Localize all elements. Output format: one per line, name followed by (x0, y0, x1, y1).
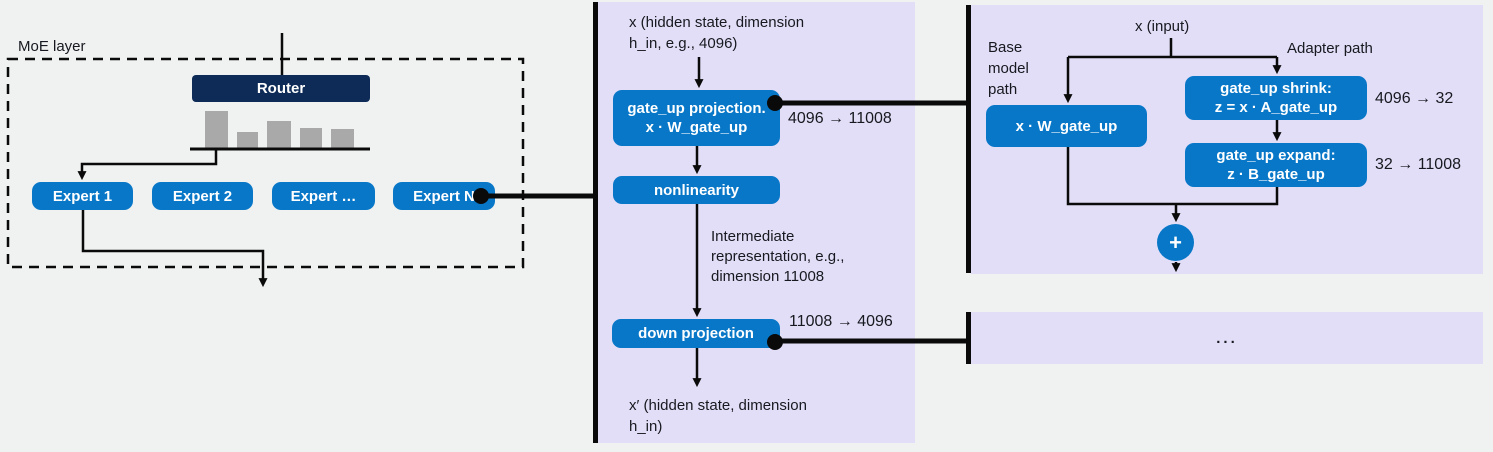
router-histogram (205, 111, 354, 149)
expert-n-label: Expert N (413, 187, 475, 205)
hidden-state-input-label: x (hidden state, dimension h_in, e.g., 4… (629, 14, 805, 52)
expert-2-label: Expert 2 (172, 187, 233, 205)
route-to-expert1-arrow (77, 150, 218, 181)
nonlinearity-label: nonlinearity (653, 181, 739, 199)
gate-up-shrink-label: gate_up shrink: z = x · A_gate_up (1214, 80, 1338, 116)
adapter-path-label: Adapter path (1287, 40, 1373, 57)
other-projection-panel (971, 312, 1483, 364)
plus-sum-node: + (1157, 224, 1194, 261)
router-label: Router (256, 80, 306, 97)
gate-up-expand-box: gate_up expand: z · B_gate_up (1185, 143, 1367, 187)
plus-icon: + (1169, 229, 1182, 255)
expand-dimension-label: 32 → 11008 (1375, 156, 1461, 173)
expert1-output-arrow (81, 210, 268, 288)
gate-up-dimension-label: 4096 → 11008 (788, 110, 892, 127)
gate-up-shrink-box: gate_up shrink: z = x · A_gate_up (1185, 76, 1367, 120)
base-model-path-label: Base model path (988, 39, 1029, 98)
router-box: Router (192, 75, 370, 102)
other-projections-ellipsis: ... (1216, 329, 1238, 347)
router-weight-bar (267, 121, 291, 149)
gate-up-projection-box: gate_up projection. x · W_gate_up (613, 90, 780, 146)
router-weight-bar (300, 128, 322, 149)
moe-layer-label: MoE layer (18, 38, 86, 55)
base-weight-label: x · W_gate_up (1015, 117, 1118, 135)
gate-up-expand-label: gate_up expand: z · B_gate_up (1216, 147, 1336, 183)
expert-ellipsis-box: Expert … (272, 182, 375, 210)
nonlinearity-box: nonlinearity (613, 176, 780, 204)
adapter-input-label: x (input) (1135, 18, 1190, 35)
down-dimension-label: 11008 → 4096 (789, 313, 893, 330)
down-projection-box: down projection (612, 319, 780, 348)
expert-2-box: Expert 2 (152, 182, 253, 210)
router-weight-bar (205, 111, 228, 149)
down-projection-label: down projection (638, 325, 754, 342)
shrink-dimension-label: 4096 → 32 (1375, 90, 1454, 107)
expert-internals-panel (597, 2, 915, 443)
expert-1-label: Expert 1 (52, 187, 113, 205)
expert-n-box: Expert N (393, 182, 495, 210)
router-weight-bar (331, 129, 354, 149)
expert-1-box: Expert 1 (32, 182, 133, 210)
hidden-state-output-label: x′ (hidden state, dimension h_in) (629, 397, 807, 435)
intermediate-representation-label: Intermediate representation, e.g., dimen… (711, 228, 845, 285)
gate-up-projection-label: gate_up projection. x · W_gate_up (627, 100, 766, 136)
router-weight-bar (237, 132, 258, 149)
base-weight-box: x · W_gate_up (986, 105, 1147, 147)
expert-ellipsis-label: Expert … (290, 187, 357, 205)
